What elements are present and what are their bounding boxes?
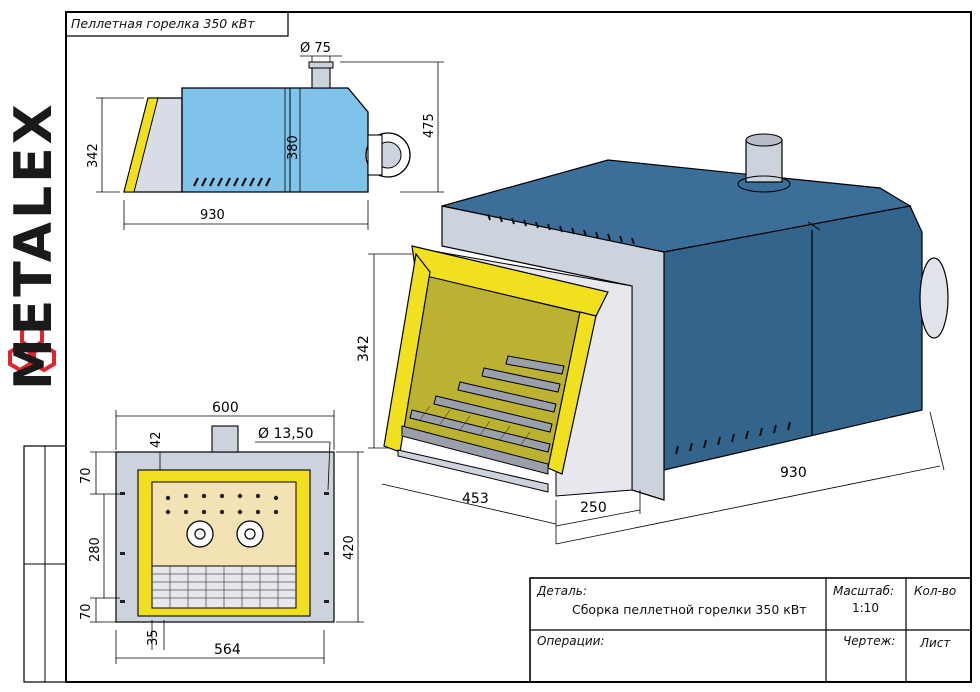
tb-part-value: Сборка пеллетной горелки 350 кВт (572, 602, 807, 617)
tb-scale-value: 1:10 (852, 601, 879, 615)
drawing-title: Пеллетная горелка 350 кВт (71, 16, 255, 31)
brand-logo: METALEX (0, 0, 64, 692)
tb-part-label: Деталь: (537, 584, 587, 598)
side-view (96, 55, 444, 230)
tb-qty-label: Кол-во (914, 584, 957, 598)
dim-iso-length: 930 (780, 465, 807, 481)
dim-front-564: 564 (214, 642, 241, 658)
dim-side-height-mid: 380 (286, 135, 301, 160)
dim-iso-height: 342 (356, 335, 372, 362)
dim-front-70-top: 70 (79, 467, 94, 484)
dim-front-35: 35 (146, 629, 161, 646)
dim-iso-flange: 250 (580, 500, 607, 516)
dim-front-width: 600 (212, 400, 239, 416)
logo-hex-icon (8, 321, 56, 373)
dim-side-height-left: 342 (86, 143, 101, 168)
dim-side-height-total: 475 (422, 113, 437, 138)
dim-front-top-offset: 42 (149, 431, 164, 448)
iso-view (368, 133, 949, 545)
dim-front-420: 420 (342, 535, 357, 560)
tb-scale-label: Масштаб: (833, 584, 895, 598)
dim-pipe-diameter: Ø 75 (300, 41, 331, 56)
dim-front-hole-diameter: Ø 13,50 (258, 426, 314, 442)
front-view (90, 410, 364, 664)
tb-drawing-label: Чертеж: (843, 634, 896, 648)
dim-side-length: 930 (200, 208, 225, 223)
tb-sheet-label: Лист (920, 636, 951, 650)
title-block (529, 577, 972, 683)
dim-front-70-bottom: 70 (79, 603, 94, 620)
dim-iso-depth: 453 (462, 491, 489, 507)
dim-front-280: 280 (88, 537, 103, 562)
tb-ops-label: Операции: (537, 634, 605, 648)
